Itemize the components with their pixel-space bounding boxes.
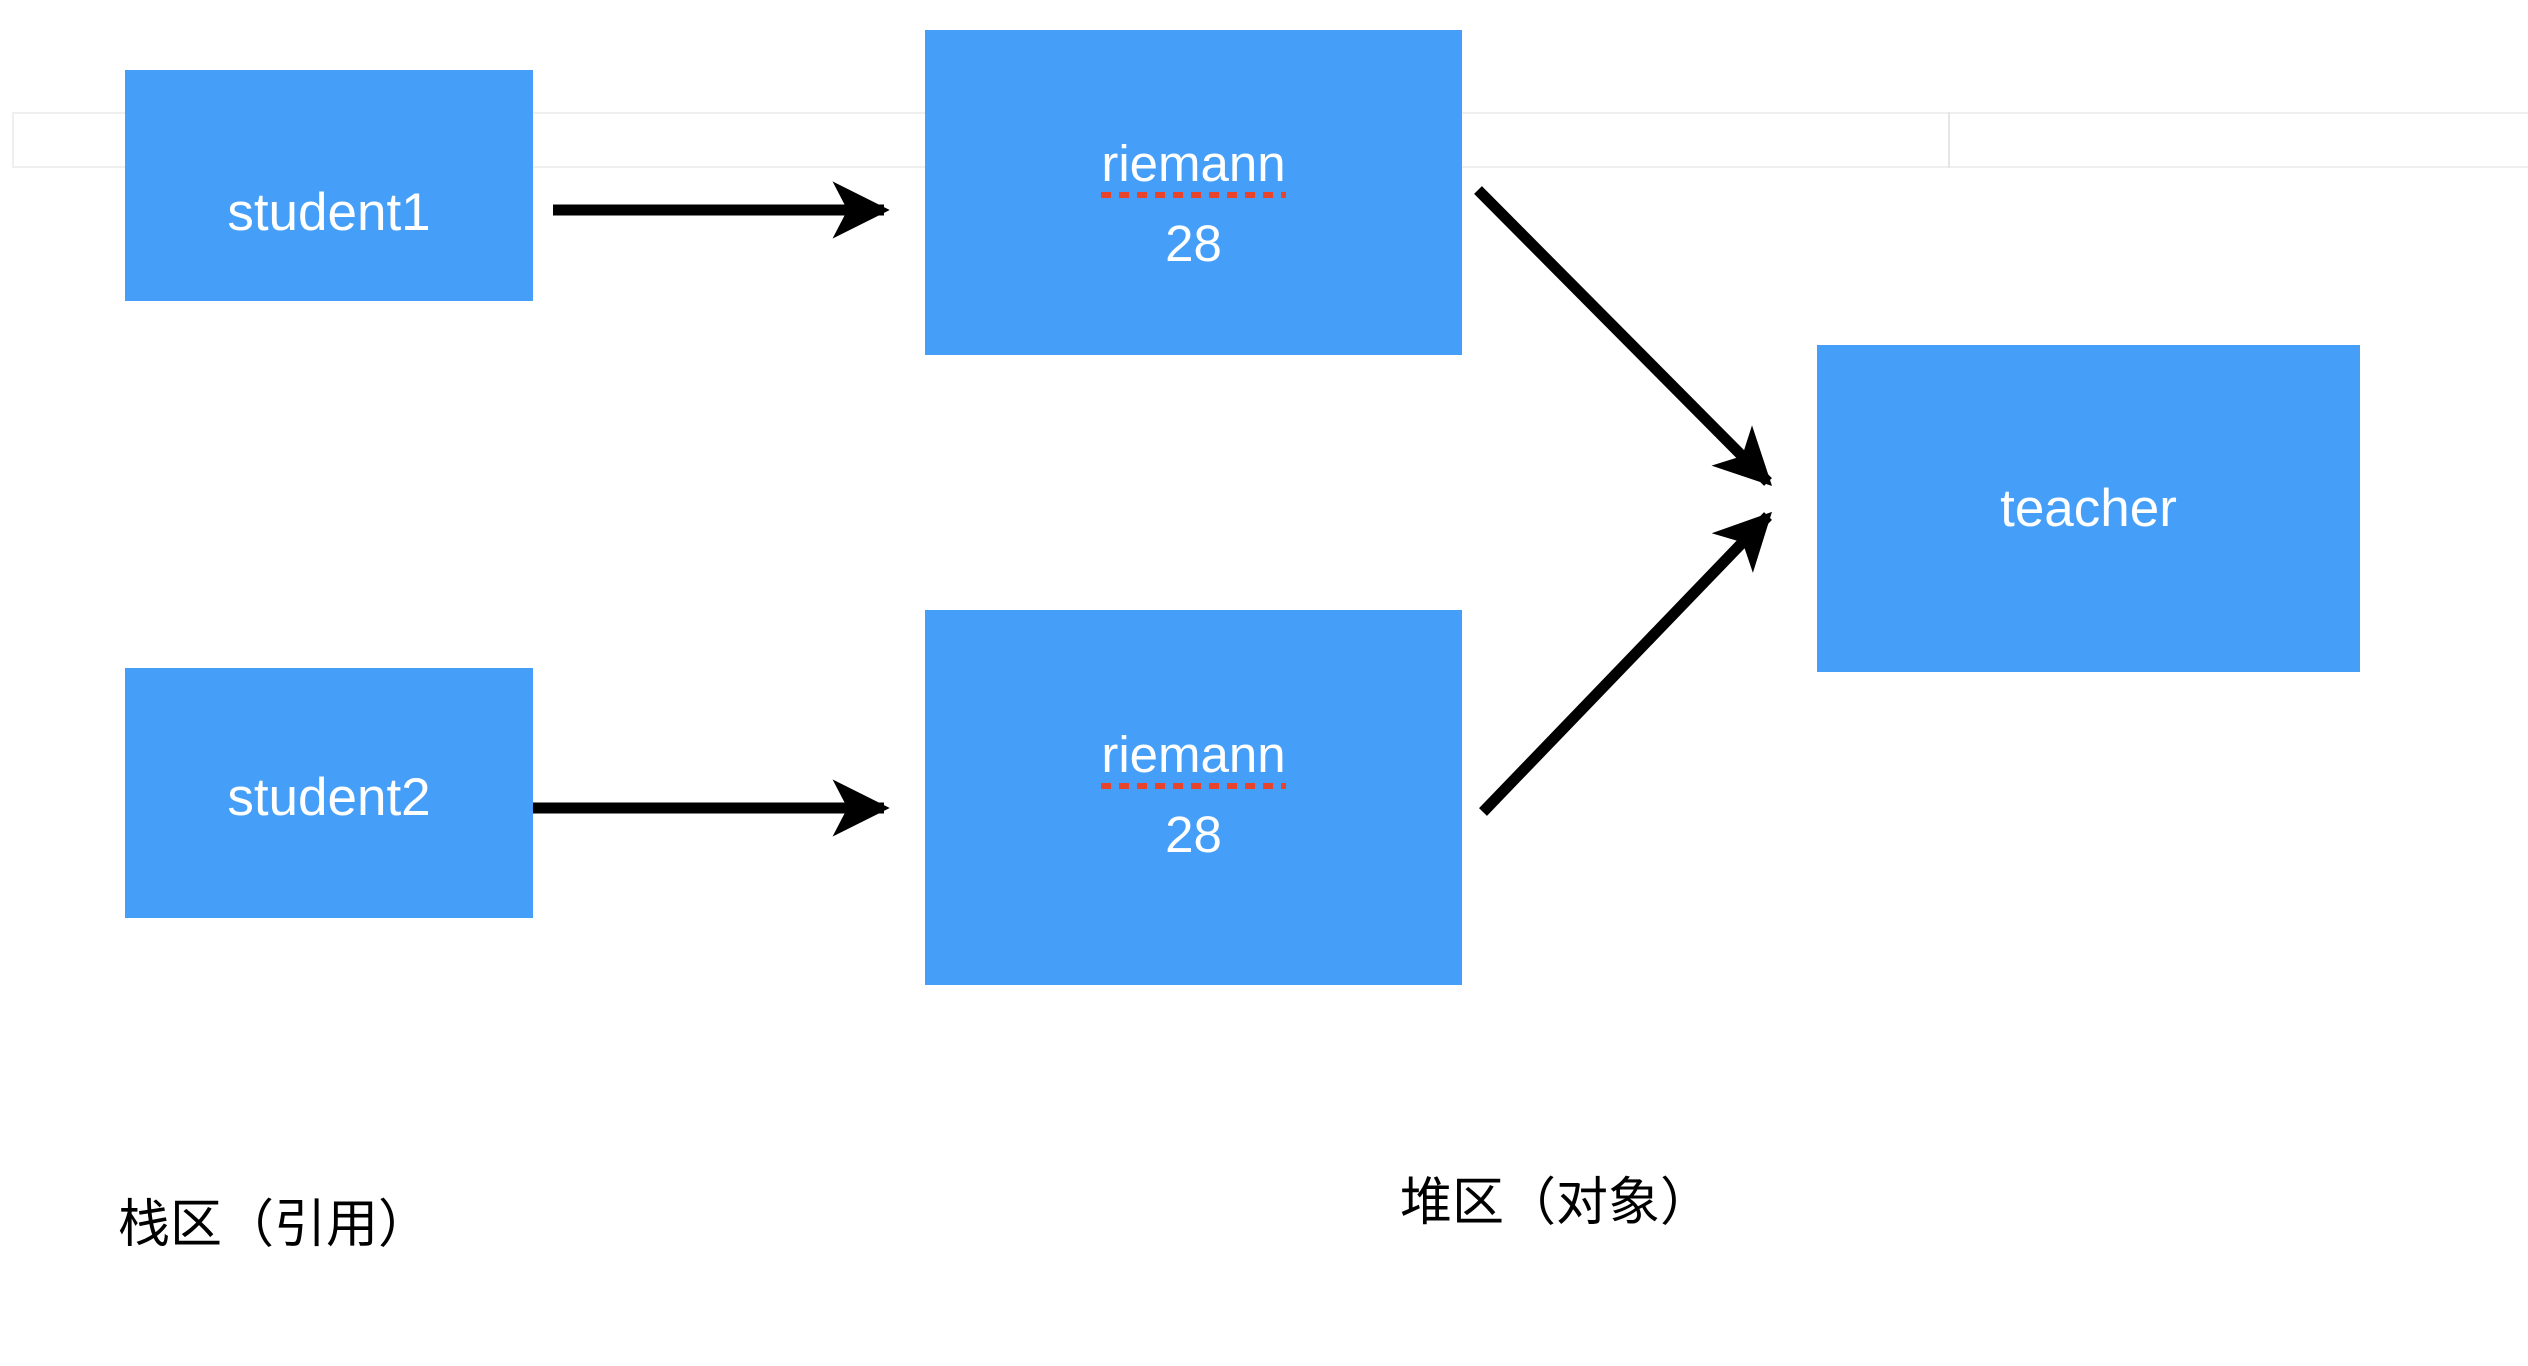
caption-stack-region: 栈区（引用） — [118, 1195, 431, 1255]
node-object1-name: riemann — [1101, 135, 1286, 198]
caption-heap-region: 堆区（对象） — [1400, 1173, 1713, 1233]
node-object1-body: riemann 28 — [1101, 135, 1286, 272]
node-teacher[interactable]: teacher — [1817, 345, 2360, 672]
node-object2-value: 28 — [1165, 805, 1222, 863]
node-teacher-label: teacher — [2000, 478, 2177, 538]
node-student1[interactable]: student1 — [125, 70, 533, 301]
arrow-object1-to-teacher — [1474, 186, 1773, 487]
node-object1[interactable]: riemann 28 — [925, 30, 1462, 355]
node-student2-label: student2 — [227, 768, 431, 828]
node-object2[interactable]: riemann 28 — [925, 610, 1462, 985]
editor-band-divider — [1948, 112, 1950, 168]
node-object2-name: riemann — [1101, 726, 1286, 789]
node-student1-label: student1 — [227, 182, 431, 242]
node-object1-value: 28 — [1165, 214, 1222, 272]
node-object2-body: riemann 28 — [1101, 726, 1286, 863]
arrow-object2-to-teacher — [1479, 511, 1772, 816]
node-student2[interactable]: student2 — [125, 668, 533, 918]
